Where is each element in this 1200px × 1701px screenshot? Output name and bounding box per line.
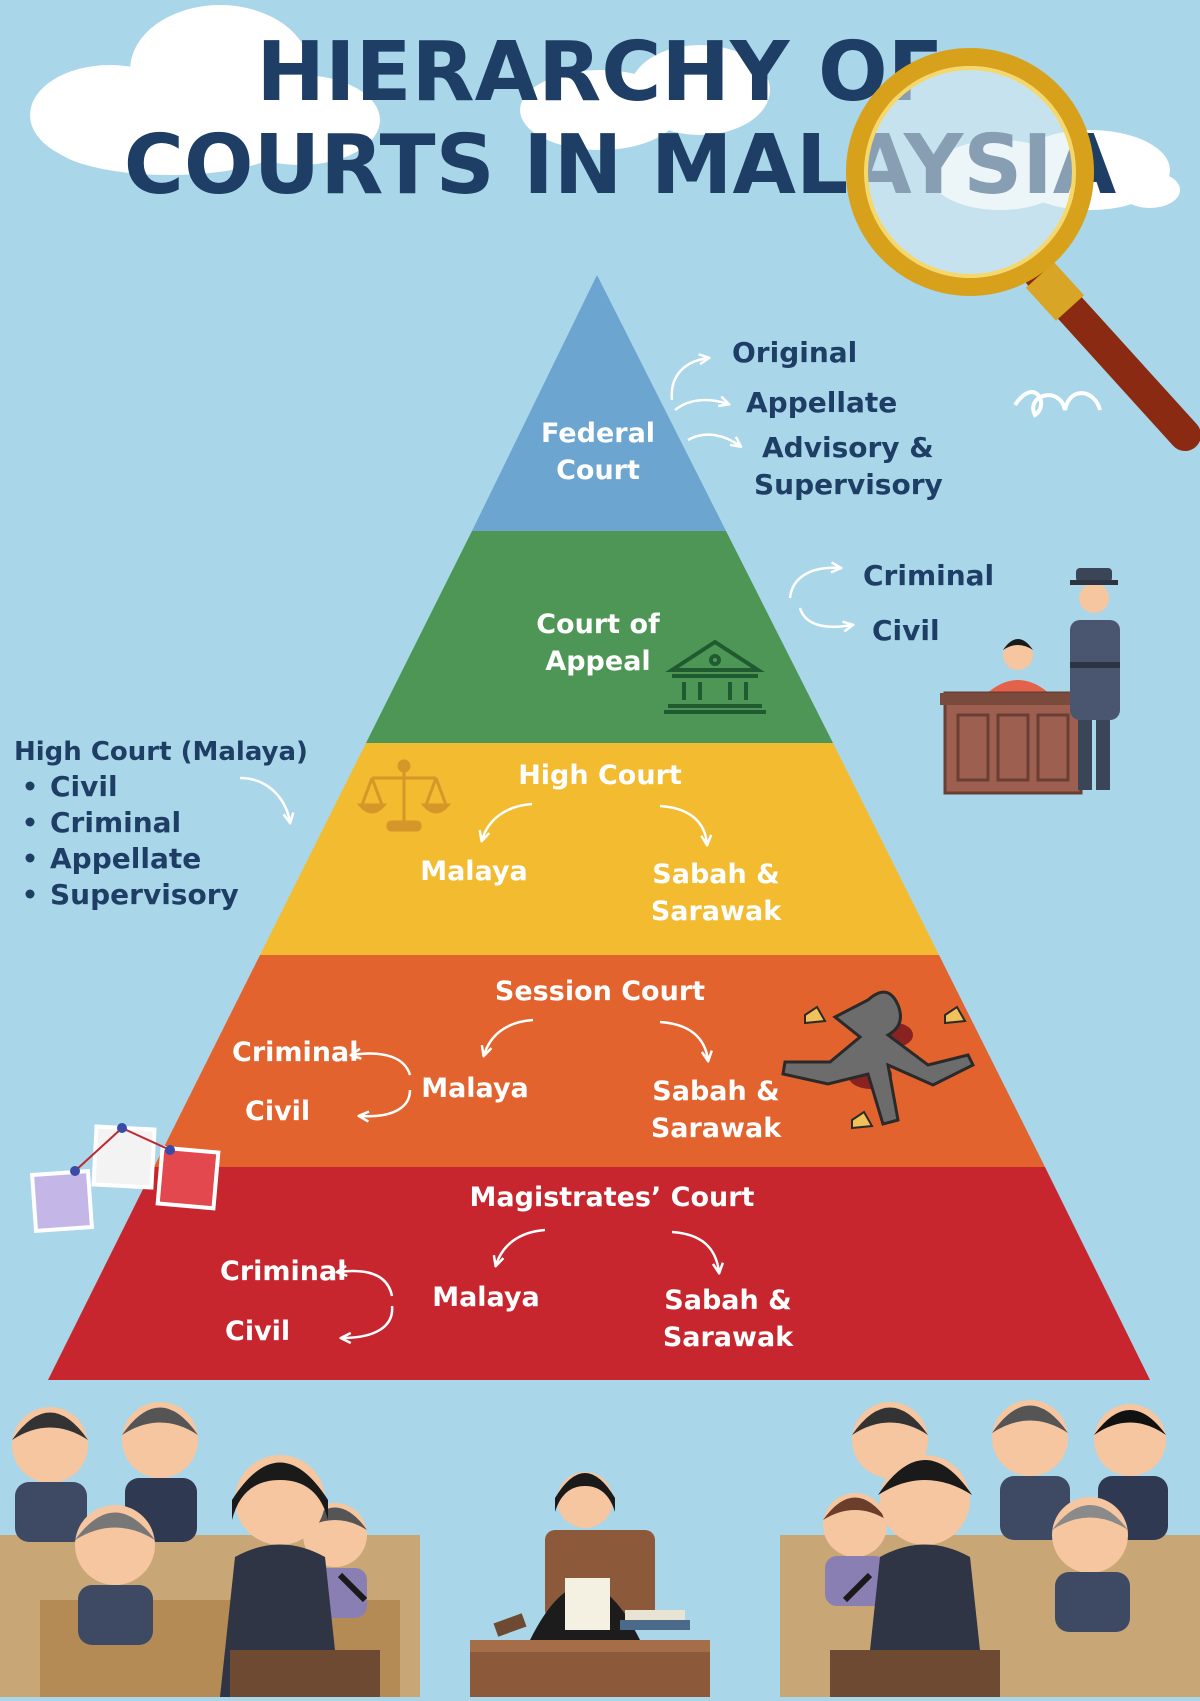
- note-item-supervisory: Supervisory: [50, 878, 239, 911]
- evidence-board: [29, 1123, 221, 1234]
- courtroom-audience-left: [0, 1402, 420, 1697]
- appeal-arrows: [788, 568, 852, 627]
- note-arrow: [239, 776, 290, 822]
- high-court-malaya-note-heading: High Court (Malaya): [14, 737, 308, 767]
- courthouse-icon: [664, 639, 766, 714]
- court-of-appeal-label-2: Appeal: [545, 646, 650, 677]
- session-court-civil: Civil: [245, 1096, 310, 1127]
- defendant-and-police-officer: [940, 568, 1120, 795]
- magistrates-court-label: Magistrates’ Court: [470, 1182, 755, 1213]
- appeal-jurisdiction-criminal: Criminal: [863, 559, 994, 592]
- tier-magistrates-court: [48, 1167, 1150, 1380]
- session-court-arrows: [352, 1018, 708, 1116]
- judge-at-bench: [470, 1472, 710, 1697]
- session-court-label: Session Court: [495, 976, 705, 1007]
- federal-court-label-1: Federal: [541, 418, 655, 449]
- federal-jurisdiction-advisory: Advisory &: [762, 431, 934, 464]
- federal-jurisdiction-appellate: Appellate: [746, 386, 897, 419]
- session-court-criminal: Criminal: [232, 1037, 358, 1068]
- magistrates-court-malaya: Malaya: [432, 1282, 540, 1313]
- magistrates-court-sabah-sarawak-1: Sabah &: [664, 1285, 791, 1316]
- session-court-sabah-sarawak-1: Sabah &: [652, 1076, 779, 1107]
- tier-federal-court: [472, 275, 726, 531]
- session-court-sabah-sarawak-2: Sarawak: [651, 1113, 782, 1144]
- magistrates-court-criminal: Criminal: [220, 1256, 346, 1287]
- title-line-1: HIERARCHY OF: [256, 25, 943, 120]
- magnifying-glass-icon: [846, 48, 1200, 451]
- high-court-sabah-sarawak-1: Sabah &: [652, 859, 779, 890]
- federal-jurisdiction-supervisory: Supervisory: [754, 468, 943, 501]
- note-item-criminal: Criminal: [50, 806, 181, 839]
- tier-court-of-appeal: [366, 531, 833, 743]
- high-court-arrows: [482, 802, 707, 844]
- note-item-appellate: Appellate: [50, 842, 201, 875]
- high-court-malaya-note-list: Civil Criminal Appellate Supervisory: [25, 770, 239, 911]
- squiggle-decoration: [1013, 390, 1102, 418]
- magistrates-court-sabah-sarawak-2: Sarawak: [663, 1322, 794, 1353]
- high-court-label: High Court: [518, 760, 682, 791]
- federal-arrows: [670, 358, 740, 446]
- courtroom-audience-right: [780, 1400, 1200, 1697]
- appeal-jurisdiction-civil: Civil: [872, 614, 940, 647]
- high-court-malaya: Malaya: [420, 856, 528, 887]
- scales-icon: [356, 759, 452, 832]
- court-of-appeal-label-1: Court of: [536, 609, 660, 640]
- session-court-malaya: Malaya: [421, 1073, 529, 1104]
- federal-jurisdiction-original: Original: [732, 336, 857, 369]
- magistrates-court-civil: Civil: [225, 1316, 290, 1347]
- magistrates-court-arrows: [338, 1228, 719, 1338]
- note-item-civil: Civil: [50, 770, 118, 803]
- tier-session-court: [154, 955, 1045, 1167]
- high-court-sabah-sarawak-2: Sarawak: [651, 896, 782, 927]
- crime-scene-outline: [781, 990, 976, 1130]
- federal-court-label-2: Court: [556, 455, 640, 486]
